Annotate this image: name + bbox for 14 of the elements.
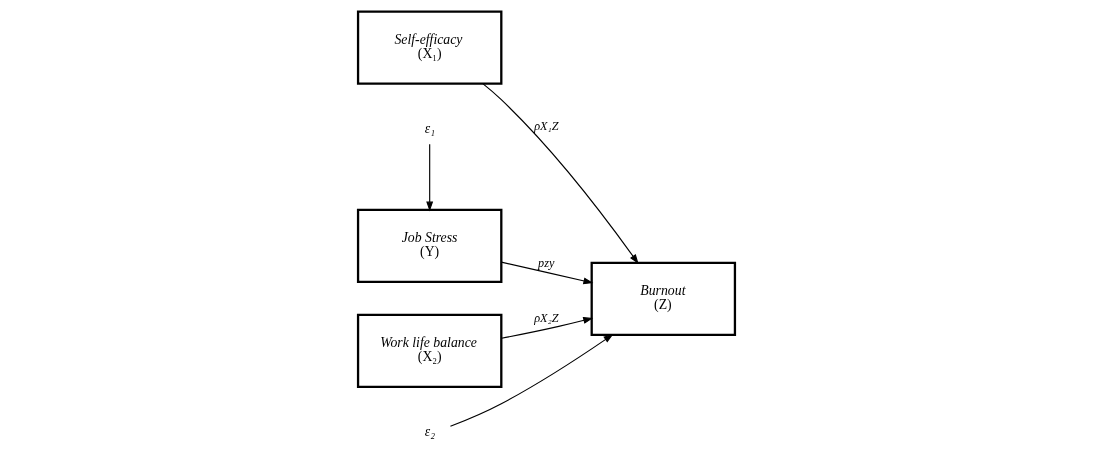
- node-text: ε₁: [424, 120, 435, 136]
- edge-label: pzy: [538, 255, 555, 270]
- node-box: Job Stress (Y): [356, 208, 503, 284]
- edge-label: ρX₂Z: [534, 310, 559, 325]
- arrow: [426, 143, 434, 212]
- arrow: [500, 261, 594, 285]
- edge-label: ρX₁Z: [534, 119, 559, 134]
- node-text: ε₂: [424, 424, 435, 440]
- node-box: Self-efficacy (X₁): [356, 10, 503, 85]
- arrow: [501, 317, 594, 339]
- node-box: Work life balance (X₂): [356, 313, 503, 389]
- arrow: [482, 83, 639, 265]
- node-box: Burnout (Z): [590, 261, 737, 336]
- arrow: [449, 334, 614, 427]
